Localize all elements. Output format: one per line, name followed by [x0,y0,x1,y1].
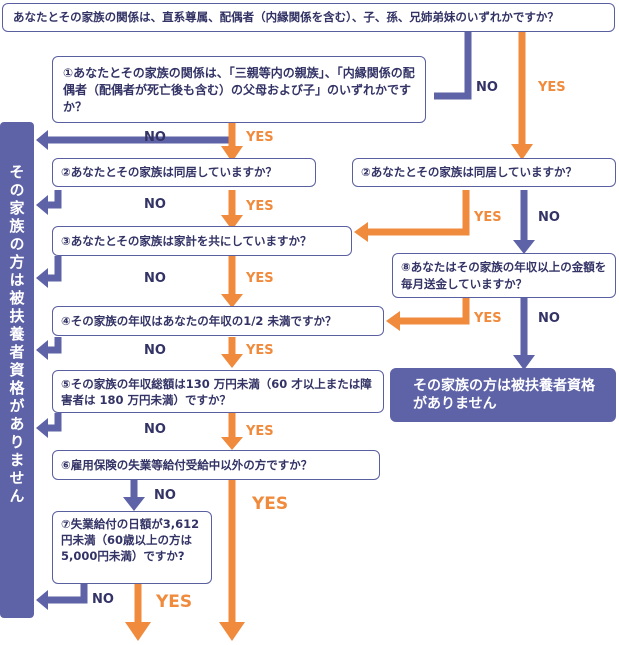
label-no: NO [144,197,166,212]
label-yes: YES [246,130,274,145]
label-no: NO [144,271,166,286]
arrowhead [36,418,48,438]
arrow-q7-no [46,584,88,604]
arrowhead [221,294,243,308]
label-yes: YES [156,592,193,612]
arrowhead [221,354,243,368]
arrowhead [511,144,533,160]
label-no: NO [144,422,166,437]
arrowhead [36,130,48,150]
arrowhead [386,311,400,331]
arrow-q3-no [46,256,62,282]
label-no: NO [154,488,176,503]
label-yes: YES [246,424,274,439]
label-no: NO [144,343,166,358]
question-2-right: ②あなたとその家族は同居していますか？ [352,158,616,187]
label-yes: YES [252,494,289,514]
no-qualify-left: その家族の方は被扶養者資格がありません [0,122,34,618]
label-yes: YES [538,80,566,95]
arrow-q0-no [434,31,472,100]
arrow-q2r-yes [366,190,470,236]
label-yes: YES [246,343,274,358]
label-no: NO [144,130,166,145]
arrowhead [36,340,48,360]
arrow-q5-no [46,413,62,432]
question-1: ①あなたとその家族の関係は、「三親等内の親族」、「内縁関係の配偶者（配偶者が死亡… [52,56,426,123]
arrowhead [221,146,243,162]
arrow-q2-no [46,190,62,209]
arrowhead [36,195,48,215]
arrowhead [221,437,243,450]
label-yes: YES [246,271,274,286]
question-8: ⑧あなたはその家族の年収以上の金額を毎月送金していますか？ [392,253,616,298]
arrow-q8-yes [398,297,470,325]
question-3: ③あなたとその家族は家計を共にしていますか？ [52,226,352,256]
arrow-q1-no [46,123,236,144]
label-no: NO [476,80,498,95]
question-7: ⑦失業給付の日額が3,612 円未満（60歳以上の方は5,000円未満）ですか? [52,511,212,584]
arrowhead [125,622,151,641]
label-yes: YES [246,199,274,214]
arrowhead [36,590,48,610]
question-0: あなたとその家族の関係は、直系尊属、配偶者（内縁関係を含む）、子、孫、兄姉弟妹の… [2,3,615,32]
arrowhead [354,222,368,242]
arrowhead [219,622,245,641]
label-yes: YES [474,210,502,225]
label-no: NO [538,210,560,225]
arrowhead [123,497,145,511]
arrow-q4-no [46,337,62,354]
question-6: ⑥雇用保険の失業等給付受給中以外の方ですか？ [52,450,380,480]
question-5: ⑤その家族の年収総額は130 万円未満（60 才以上または障害者は 180 万円… [52,370,384,413]
question-4: ④その家族の年収はあなたの年収の1/2 未満ですか？ [52,306,384,336]
label-yes: YES [474,311,502,326]
arrowhead [36,268,48,288]
no-qualify-right: その家族の方は被扶養者資格がありません [390,368,616,422]
label-no: NO [538,311,560,326]
arrowhead [221,215,243,230]
question-2-left: ②あなたとその家族は同居していますか？ [52,158,316,187]
arrowhead [513,240,535,254]
label-no: NO [92,592,114,607]
arrowhead [513,355,535,370]
